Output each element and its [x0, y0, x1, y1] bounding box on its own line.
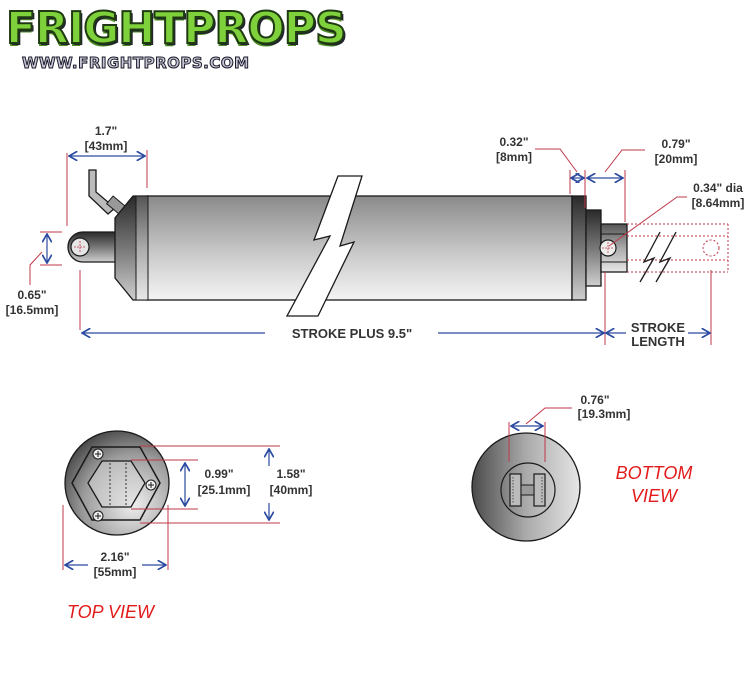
logo-title: FRIGHTPROPS	[5, 3, 348, 55]
dim-rear-mount-inch: 1.7"	[95, 124, 117, 138]
dim-inner-hex-inch: 0.99"	[204, 467, 233, 481]
actuator-body	[146, 195, 573, 301]
bottom-view-label-line2: VIEW	[631, 486, 679, 506]
rod-break-symbol	[639, 231, 677, 283]
dim-outer-hex-mm: [40mm]	[270, 483, 313, 497]
dim-rear-mount-mm: [43mm]	[85, 139, 128, 153]
dim-rod-end-mm: [20mm]	[655, 152, 698, 166]
h-mount-icon	[509, 473, 546, 507]
dim-inner-hex-mm: [25.1mm]	[198, 483, 251, 497]
dim-stroke-length-line2: LENGTH	[631, 334, 684, 349]
front-collar	[585, 209, 602, 287]
dim-collar-mm: [8mm]	[496, 150, 532, 164]
dim-clevis-height-inch: 0.65"	[17, 288, 46, 302]
outer-hex	[71, 446, 161, 521]
dim-body-length: STROKE PLUS 9.5"	[292, 326, 412, 341]
top-view-label: TOP VIEW	[67, 602, 156, 622]
break-symbol	[285, 175, 363, 317]
screw-icon	[92, 448, 104, 460]
dim-slot-width-mm: [19.3mm]	[578, 407, 631, 421]
dim-outer-hex-inch: 1.58"	[276, 467, 305, 481]
dim-clevis-height-mm: [16.5mm]	[6, 303, 59, 317]
dim-slot-width-inch: 0.76"	[580, 393, 609, 407]
front-end-cap	[571, 195, 587, 301]
bottom-view: 0.76" [19.3mm] BOTTOM VIEW	[471, 393, 693, 542]
side-view: 1.7" [43mm] 0.65" [16.5mm] 0.32" [8mm] 0…	[6, 124, 745, 349]
logo-url: WWW.FRIGHTPROPS.COM	[22, 54, 250, 73]
dim-hole-dia-mm: [8.64mm]	[692, 196, 745, 210]
top-view: 0.99" [25.1mm] 1.58" [40mm] 2.16" [55mm]…	[62, 430, 313, 622]
dim-diameter-inch: 2.16"	[100, 550, 129, 564]
bottom-mount-boss	[500, 462, 556, 518]
screw-icon	[92, 510, 104, 522]
dim-diameter-mm: [55mm]	[94, 565, 137, 579]
dim-stroke-length-line1: STROKE	[631, 320, 686, 335]
dim-collar-inch: 0.32"	[499, 135, 528, 149]
dim-rod-end-inch: 0.79"	[661, 137, 690, 151]
extended-rod-outline	[627, 223, 729, 273]
dim-hole-dia-inch: 0.34" dia	[693, 181, 743, 195]
bottom-view-label-line1: BOTTOM	[616, 463, 693, 483]
frightprops-logo: FRIGHTPROPS WWW.FRIGHTPROPS.COM	[4, 3, 348, 78]
screw-icon	[145, 479, 157, 491]
inner-hex	[87, 460, 146, 508]
